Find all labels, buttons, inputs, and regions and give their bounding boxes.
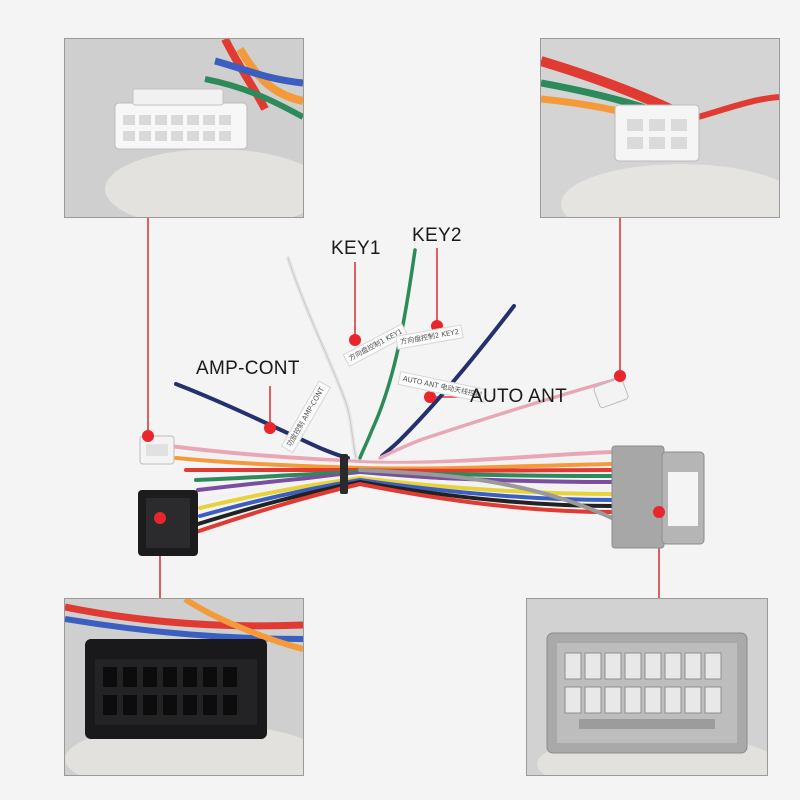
wire-bundle [168, 444, 614, 534]
black-connector [138, 490, 198, 556]
inset-photo-grey-connector [526, 598, 768, 776]
label-amp-cont: AMP-CONT [196, 358, 300, 379]
inset-photo-small-connector [540, 38, 780, 218]
dot-ant [424, 391, 436, 403]
white-connector-closeup [65, 39, 303, 217]
pointer-dots [142, 320, 665, 524]
dot-grey [653, 506, 665, 518]
label-key1: KEY1 [331, 238, 381, 259]
loose-wires [174, 248, 616, 460]
inset-photo-black-connector [64, 598, 304, 776]
inset-photo-white-connector [64, 38, 304, 218]
label-auto-ant: AUTO ANT [470, 386, 568, 407]
grey-connector-closeup [527, 599, 767, 775]
label-key2: KEY2 [412, 225, 462, 246]
dot-white-right [614, 370, 626, 382]
dot-key1 [349, 334, 361, 346]
white-connector-right [593, 377, 629, 409]
grey-connector [611, 445, 705, 549]
dot-black [154, 512, 166, 524]
small-connector-closeup [541, 39, 779, 217]
dot-amp [264, 422, 276, 434]
black-connector-closeup [65, 599, 303, 775]
dot-white-left [142, 430, 154, 442]
pointer-lines [147, 216, 660, 598]
cable-tie [340, 454, 348, 494]
white-connector-left [139, 435, 175, 465]
